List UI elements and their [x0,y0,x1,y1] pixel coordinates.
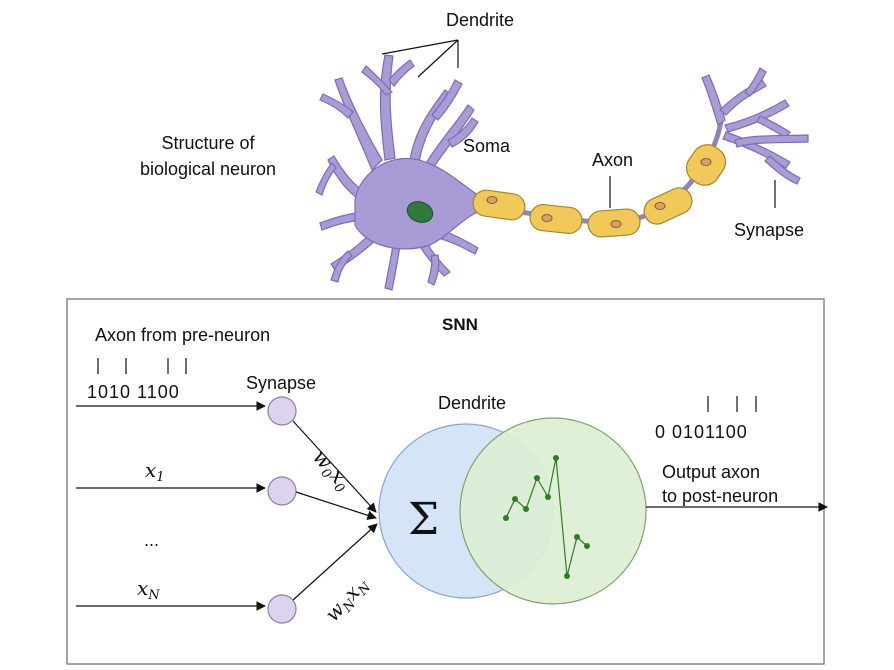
input-xN-label: xN [137,576,160,603]
biological-neuron [315,39,809,291]
input-spike-ticks [97,358,187,374]
snn-title: SNN [442,315,478,334]
myelin-nuclei [486,158,712,228]
synapse-nodes [267,396,297,624]
output-spike-ticks [707,396,757,412]
nucleus [406,201,434,223]
bio-caption: Structure of biological neuron [118,130,298,182]
input-arrows [76,401,266,611]
dendrite-snn-label: Dendrite [438,393,507,413]
sum-symbol: Σ [408,494,440,545]
axon-terminals [701,67,809,185]
membrane-trace [503,455,590,579]
weighted-connections [292,420,378,601]
snn-box [66,298,825,665]
ellipsis: ... [144,530,160,550]
dendrite-branches [315,54,479,291]
synapse-snn-label: Synapse [246,373,317,393]
input-spike-bits: 1010 1100 [87,382,180,402]
dendrite-circle [459,417,647,605]
output-axon-label: Output axon to post-neuron [662,460,778,508]
axon-label: Axon [592,150,634,170]
bio-leader-lines [381,39,776,208]
bio-caption-line1: Structure of [161,133,255,153]
output-axon-line2: to post-neuron [662,486,779,506]
bio-caption-line2: biological neuron [139,159,277,179]
dendrite-label: Dendrite [446,10,515,30]
input-x1-label: x1 [145,458,165,485]
output-axon-line1: Output axon [662,462,761,482]
synapse-bio-label: Synapse [734,220,805,240]
soma-label: Soma [463,136,511,156]
output-spike-bits: 0 0101100 [655,422,748,442]
axon-from-pre-label: Axon from pre-neuron [95,325,271,345]
